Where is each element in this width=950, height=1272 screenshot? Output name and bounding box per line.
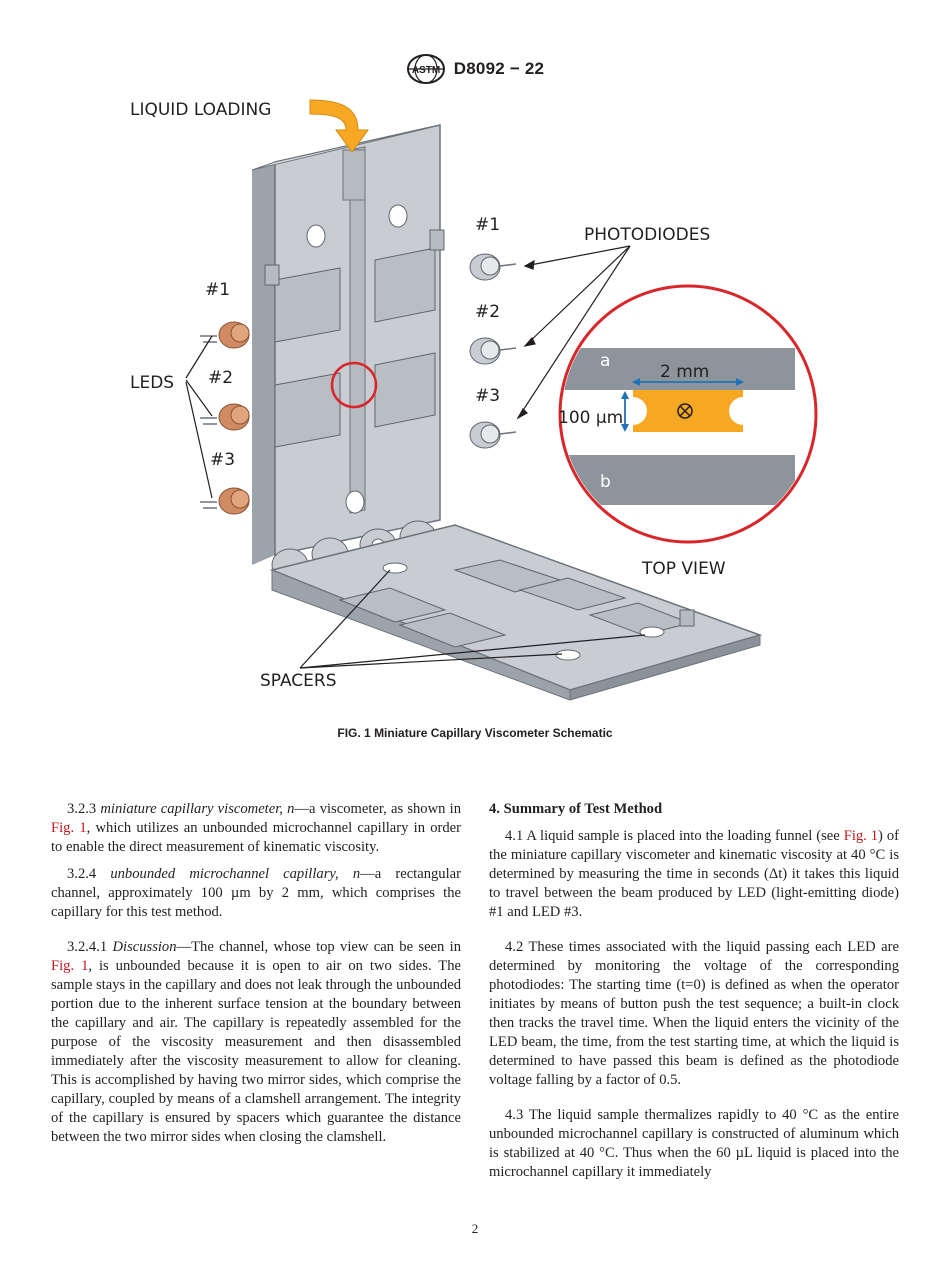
discussion-term: Discussion	[112, 939, 177, 955]
photodiodes-label: PHOTODIODES	[584, 225, 710, 245]
paragraph-4-1: 4.1 A liquid sample is placed into the l…	[489, 827, 899, 922]
paragraph-text: 4.1 A liquid sample is placed into the l…	[505, 828, 840, 844]
photodiode-1-label: #1	[475, 215, 500, 235]
section-number: 3.2.4	[67, 866, 97, 882]
led-1-label: #1	[205, 280, 230, 300]
upright-plate-side	[252, 162, 275, 565]
top-view-label: TOP VIEW	[641, 559, 726, 579]
page-header: ASTM D8092 − 22	[0, 52, 950, 86]
paragraph-4-2: 4.2 These times associated with the liqu…	[489, 939, 899, 1088]
paragraph-text: , is unbounded because it is open to air…	[51, 958, 461, 1145]
defined-term: unbounded microchannel capillary, n	[110, 866, 361, 882]
spacers-pointer-lines	[299, 569, 646, 669]
designation: D8092 − 22	[453, 59, 545, 78]
left-column: 3.2.3 miniature capillary viscometer, n—…	[51, 800, 461, 1155]
top-view-inset: a b 2 mm 100 μm	[558, 284, 818, 544]
photodiode-2-label: #2	[475, 302, 500, 322]
figure-caption: FIG. 1 Miniature Capillary Viscometer Sc…	[337, 726, 613, 740]
leds-pointer-lines	[185, 335, 213, 499]
page-number: 2	[471, 1221, 479, 1236]
photodiodes-pointer-lines	[516, 245, 631, 420]
led-3-icon	[200, 487, 250, 515]
section-heading: 4. Summary of Test Method	[489, 801, 663, 817]
section-number: 3.2.3	[67, 801, 97, 817]
viscometer-schematic: LIQUID LOADING #1 #2 #3 LEDS	[130, 99, 818, 701]
led-1-icon	[200, 321, 250, 349]
figure-reference-link[interactable]: Fig. 1	[51, 820, 87, 836]
led-2-icon	[200, 403, 250, 431]
photodiode-1-icon	[469, 253, 517, 281]
spacers-label: SPACERS	[260, 671, 337, 691]
side-b-label: b	[600, 472, 611, 492]
right-column: 4. Summary of Test Method 4.1 A liquid s…	[489, 800, 899, 1190]
section-number: 3.2.4.1	[67, 939, 108, 955]
leds-label: LEDS	[130, 373, 174, 393]
liquid-loading-arrow-icon	[309, 99, 369, 153]
paragraph-text: ) of the miniature capillary viscometer …	[489, 828, 899, 920]
paragraph-3-2-4-1: 3.2.4.1 Discussion—The channel, whose to…	[51, 938, 461, 1147]
paragraph-text: —a rectangular channel, approximately 10…	[51, 866, 461, 920]
channel-highlight-circle	[330, 361, 378, 409]
paragraph-text: , which utilizes an unbounded microchann…	[51, 820, 461, 855]
led-3-label: #3	[210, 450, 235, 470]
figure-reference-link[interactable]: Fig. 1	[843, 828, 879, 844]
led-2-label: #2	[208, 368, 233, 388]
photodiode-3-label: #3	[475, 386, 500, 406]
figure-reference-link[interactable]: Fig. 1	[51, 958, 89, 974]
flow-direction-icon	[677, 403, 693, 419]
paragraph-3-2-3: 3.2.3 miniature capillary viscometer, n—…	[51, 800, 461, 857]
astm-logo-icon: ASTM	[406, 54, 445, 84]
svg-text:ASTM: ASTM	[412, 65, 440, 76]
paragraph-text: —The channel, whose top view can be seen…	[176, 939, 461, 955]
width-dimension-label: 2 mm	[660, 362, 709, 382]
defined-term: miniature capillary viscometer, n	[100, 801, 295, 817]
liquid-loading-label: LIQUID LOADING	[130, 100, 271, 120]
paragraph-3-2-4: 3.2.4 unbounded microchannel capillary, …	[51, 865, 461, 922]
photodiode-3-icon	[469, 421, 517, 449]
photodiode-2-icon	[469, 337, 517, 365]
gap-dimension-label: 100 μm	[558, 408, 623, 428]
paragraph-4-3: 4.3 The liquid sample thermalizes rapidl…	[489, 1107, 899, 1180]
paragraph-text: —a viscometer, as shown in	[294, 801, 461, 817]
side-a-label: a	[600, 351, 610, 371]
